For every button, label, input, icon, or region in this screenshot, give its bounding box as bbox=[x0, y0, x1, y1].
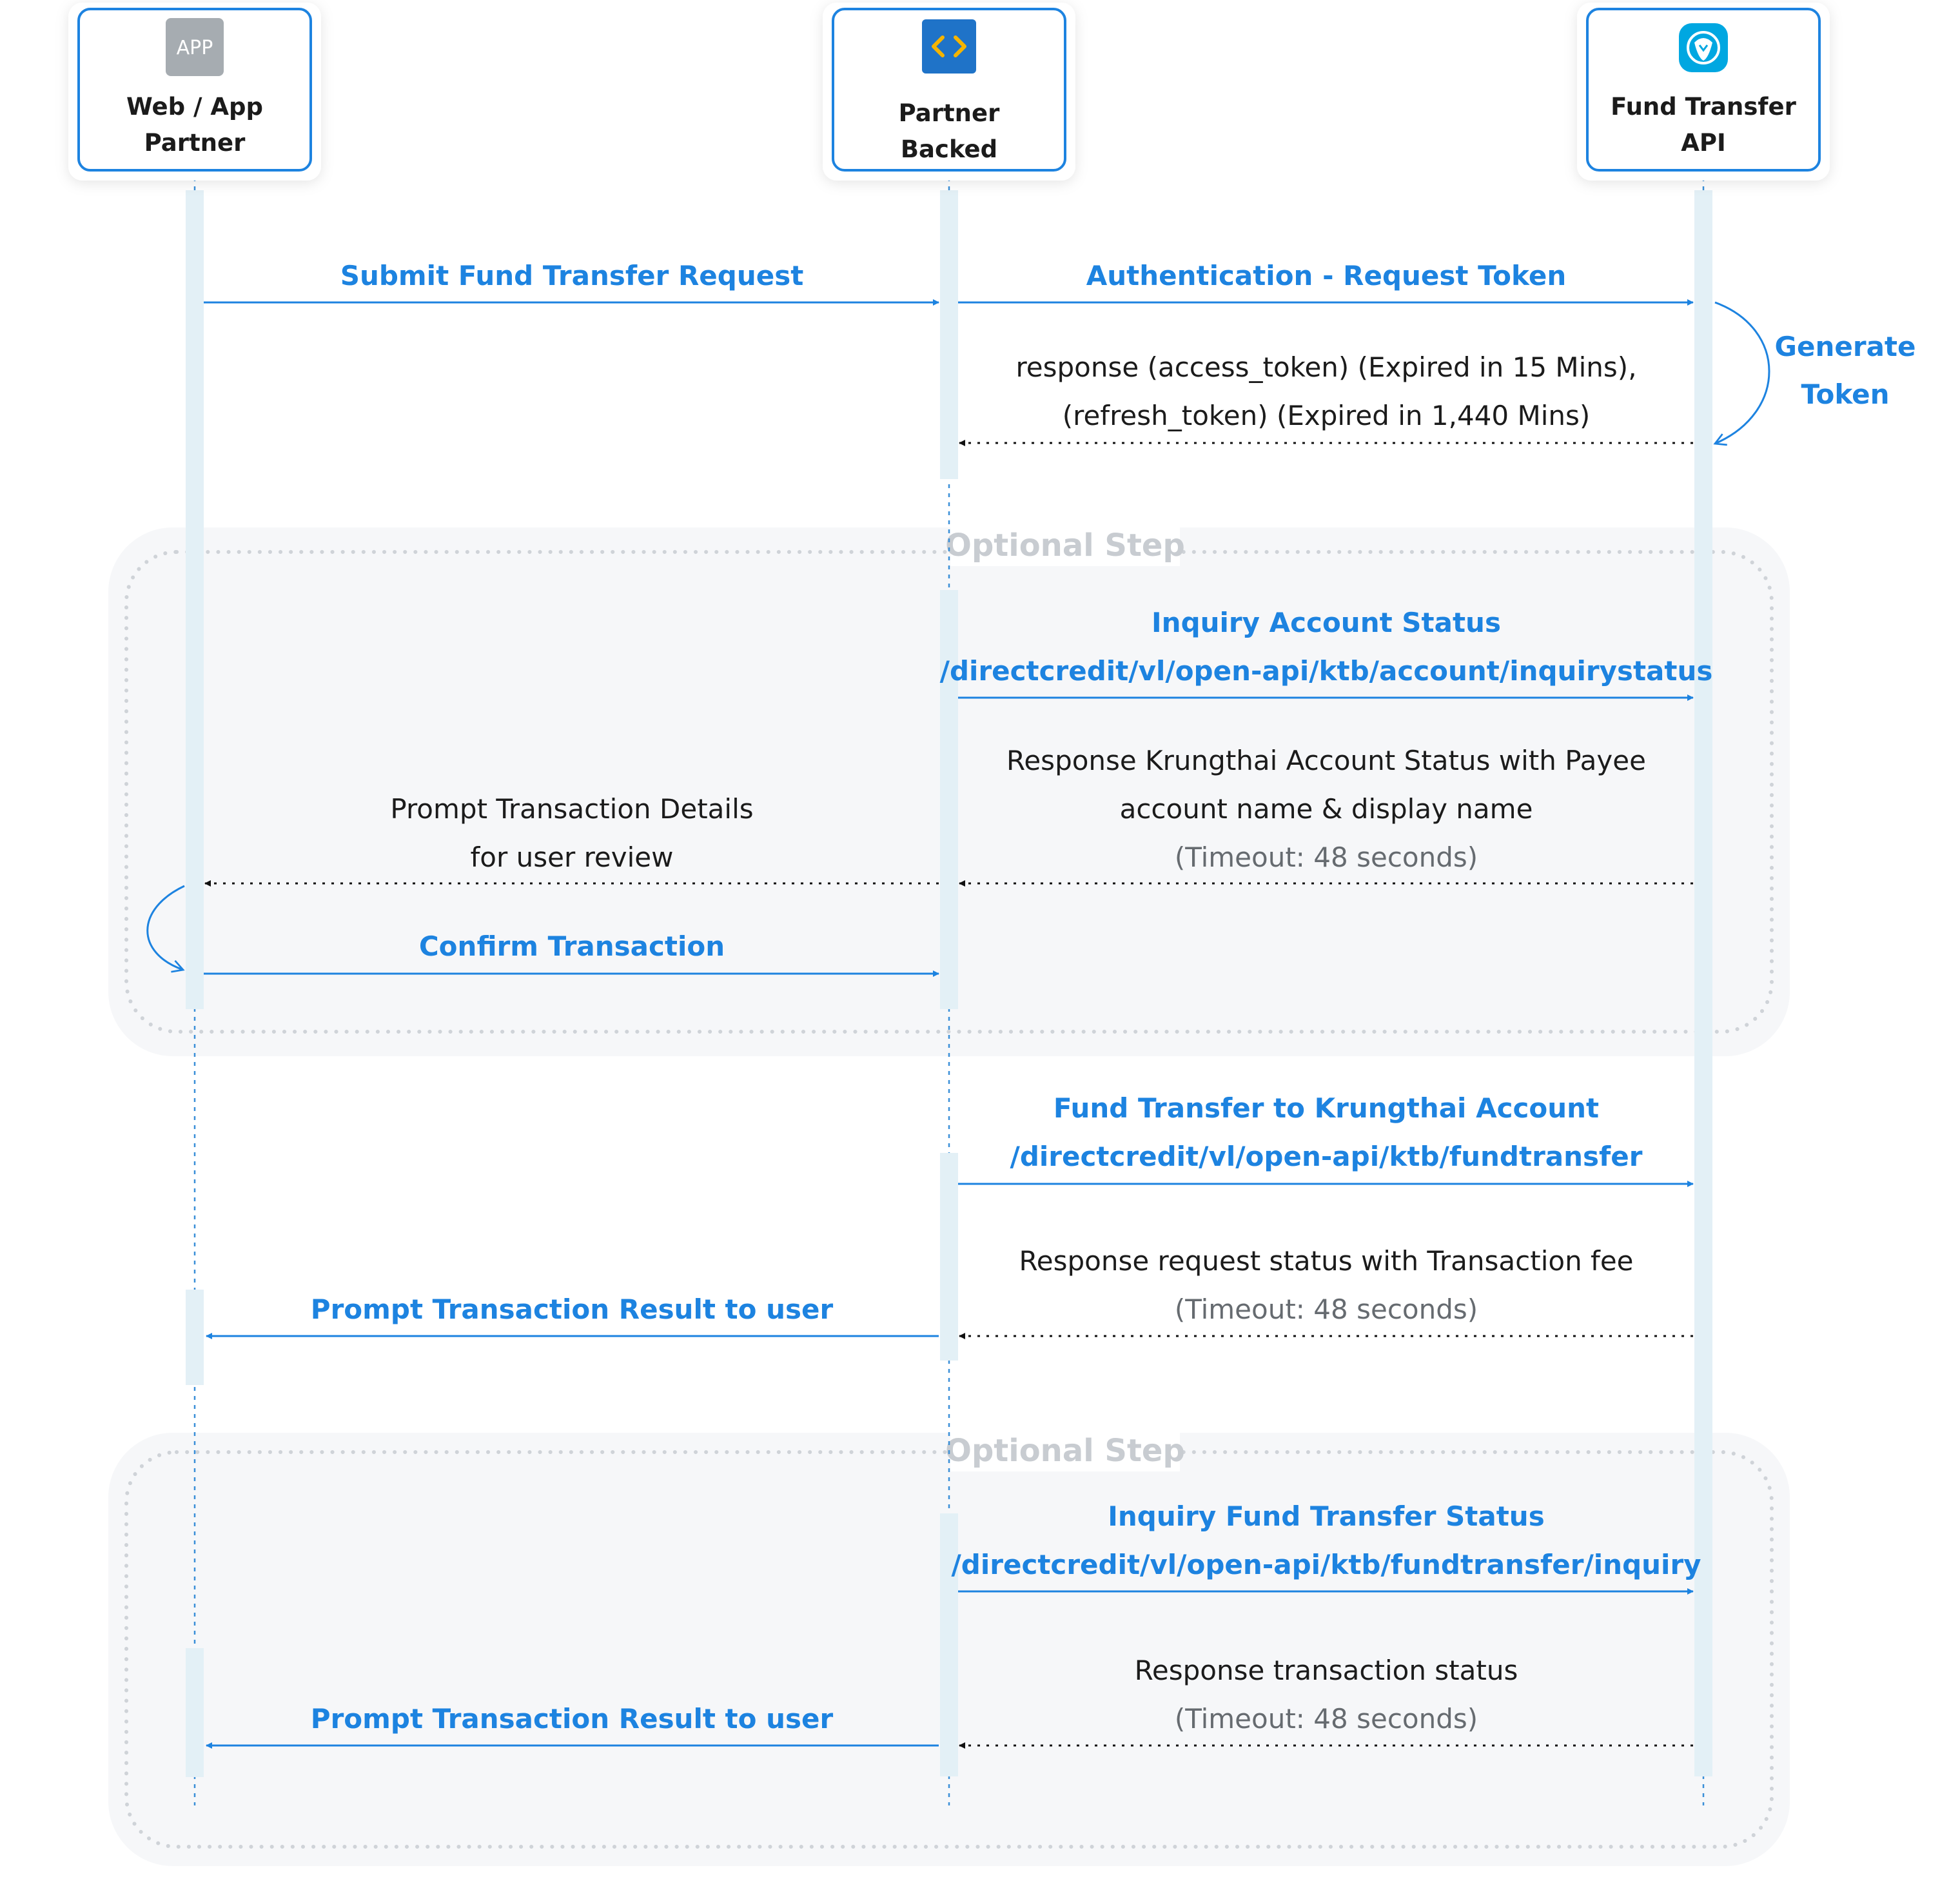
activation-bar bbox=[186, 1290, 204, 1385]
message-inquiry-transfer-status: Inquiry Fund Transfer Status /directcred… bbox=[951, 1500, 1701, 1595]
krungthai-logo bbox=[1679, 23, 1728, 72]
activation-bar bbox=[940, 1513, 958, 1776]
message-label: Submit Fund Transfer Request bbox=[340, 260, 804, 291]
message-submit-request: Submit Fund Transfer Request bbox=[204, 260, 939, 306]
activation-bar bbox=[186, 190, 204, 1009]
self-call-arrow bbox=[1713, 301, 1770, 446]
message-label: for user review bbox=[471, 841, 674, 873]
activation-bar bbox=[940, 590, 958, 1009]
participant-label-line: Partner bbox=[899, 99, 1000, 127]
participant-api: Fund Transfer API bbox=[1577, 3, 1830, 181]
message-label: Response request status with Transaction… bbox=[1019, 1245, 1633, 1277]
participant-label-line: API bbox=[1681, 129, 1726, 157]
app-icon: APP bbox=[166, 18, 224, 76]
message-label: Prompt Transaction Result to user bbox=[311, 1703, 834, 1735]
optional-step-label: Optional Step bbox=[945, 527, 1185, 564]
activation-bar bbox=[1694, 190, 1712, 1776]
user-review-self-arrow bbox=[146, 885, 185, 973]
participant-label-line: Fund Transfer bbox=[1611, 93, 1796, 121]
timeout-label: (Timeout: 48 seconds) bbox=[1175, 1293, 1478, 1325]
message-account-status-response: Response Krungthai Account Status with P… bbox=[959, 745, 1693, 887]
participant-backend: Partner Backed bbox=[823, 3, 1075, 181]
message-label: Inquiry Fund Transfer Status bbox=[1108, 1500, 1544, 1532]
message-label: Fund Transfer to Krungthai Account bbox=[1054, 1092, 1599, 1124]
message-prompt-details: Prompt Transaction Details for user revi… bbox=[204, 793, 939, 887]
timeout-label: (Timeout: 48 seconds) bbox=[1175, 1703, 1478, 1735]
participant-label-line: Backed bbox=[901, 135, 997, 163]
message-label: Authentication - Request Token bbox=[1086, 260, 1566, 291]
message-prompt-result-1: Prompt Transaction Result to user bbox=[206, 1293, 939, 1339]
message-label: response (access_token) (Expired in 15 M… bbox=[1015, 351, 1636, 383]
message-label: account name & display name bbox=[1120, 793, 1533, 825]
message-confirm-transaction: Confirm Transaction bbox=[204, 930, 939, 977]
activation-bar bbox=[940, 190, 958, 479]
message-inquiry-account-status: Inquiry Account Status /directcredit/vl/… bbox=[940, 607, 1713, 701]
message-transfer-response: Response request status with Transaction… bbox=[959, 1245, 1693, 1339]
code-icon bbox=[922, 19, 976, 74]
message-auth-request-token: Authentication - Request Token bbox=[958, 260, 1694, 306]
participant-label-line: Partner bbox=[144, 129, 246, 157]
self-note-line: Generate bbox=[1775, 331, 1916, 362]
message-label: Confirm Transaction bbox=[419, 930, 725, 962]
participant-label-line: Web / App bbox=[126, 93, 263, 121]
message-token-response: response (access_token) (Expired in 15 M… bbox=[959, 351, 1693, 446]
message-fund-transfer: Fund Transfer to Krungthai Account /dire… bbox=[958, 1092, 1694, 1187]
message-label: Response Krungthai Account Status with P… bbox=[1006, 745, 1646, 776]
message-label: Response transaction status bbox=[1135, 1655, 1518, 1686]
message-label: Prompt Transaction Details bbox=[390, 793, 753, 825]
self-note-line: Token bbox=[1801, 379, 1889, 410]
activation-bars bbox=[186, 190, 1712, 1777]
endpoint-path: /directcredit/vl/open-api/ktb/fundtransf… bbox=[1010, 1141, 1643, 1172]
message-label: (refresh_token) (Expired in 1,440 Mins) bbox=[1063, 400, 1591, 431]
optional-step-label: Optional Step bbox=[945, 1433, 1185, 1469]
activation-bar bbox=[940, 1153, 958, 1361]
message-label: Prompt Transaction Result to user bbox=[311, 1293, 834, 1325]
endpoint-path: /directcredit/vl/open-api/ktb/account/in… bbox=[940, 655, 1713, 687]
message-inquiry-status-response: Response transaction status (Timeout: 48… bbox=[959, 1655, 1693, 1749]
message-prompt-result-2: Prompt Transaction Result to user bbox=[206, 1703, 939, 1749]
message-label: Inquiry Account Status bbox=[1152, 607, 1501, 638]
activation-bar bbox=[186, 1648, 204, 1777]
self-note-generate-token: Generate Token bbox=[1713, 301, 1916, 446]
endpoint-path: /directcredit/vl/open-api/ktb/fundtransf… bbox=[951, 1549, 1701, 1580]
app-icon-text: APP bbox=[177, 37, 213, 59]
participant-web: APP Web / App Partner bbox=[68, 3, 321, 181]
timeout-label: (Timeout: 48 seconds) bbox=[1175, 841, 1478, 873]
